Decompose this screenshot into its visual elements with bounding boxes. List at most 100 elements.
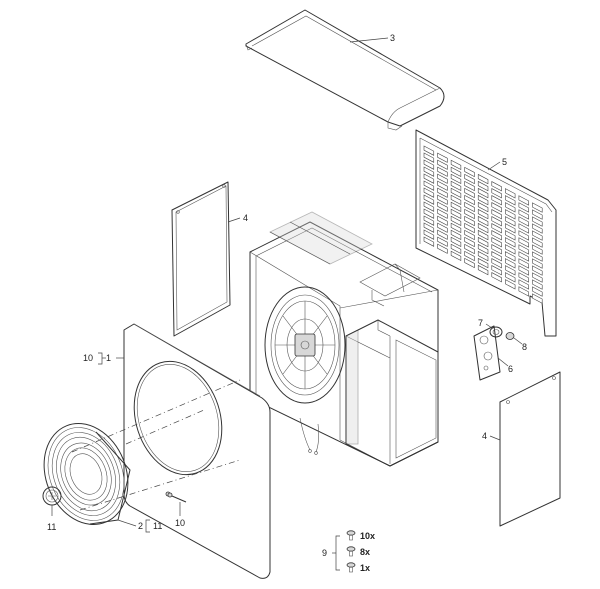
leader-4-left	[227, 217, 241, 223]
grille-slot	[532, 223, 543, 234]
grille-slot	[437, 180, 448, 191]
grille-slot	[423, 215, 435, 226]
grille-slot	[505, 216, 516, 227]
center-cap	[42, 486, 62, 506]
grille-slot	[532, 251, 543, 262]
grille-slot	[423, 159, 435, 170]
grille-slot	[437, 152, 448, 163]
grille-slot	[491, 223, 502, 234]
grille-slot	[464, 187, 475, 199]
grille-slot	[450, 229, 462, 241]
grille-slot	[532, 244, 543, 255]
grille-slot	[477, 208, 489, 220]
grille-slot	[491, 272, 502, 283]
grille-slot	[491, 195, 502, 206]
grille-slot	[437, 243, 448, 254]
grille-slot	[491, 188, 502, 199]
grille-slot	[450, 173, 462, 185]
grille-slot	[464, 257, 475, 269]
grille-slot	[518, 286, 529, 297]
grille-slot	[464, 250, 475, 262]
grille-slot	[437, 159, 448, 170]
grille-slot	[491, 265, 502, 276]
grille-slot	[505, 244, 516, 255]
leader-3	[349, 37, 389, 43]
grille-slot	[423, 236, 435, 247]
screw-icon-3	[346, 562, 356, 573]
label-part-11-cap: 11	[47, 522, 56, 532]
leader-4-right	[489, 435, 501, 441]
grille-slot	[437, 166, 448, 177]
grille-slot	[477, 264, 489, 276]
grille-slot	[518, 279, 529, 290]
grille-slot	[532, 265, 543, 276]
grille-slot	[477, 257, 489, 269]
grille-slot	[477, 201, 489, 213]
grille-slot	[532, 237, 543, 248]
grille-slot	[532, 293, 543, 304]
grille-slot	[437, 215, 448, 226]
screw-icon-1	[346, 530, 356, 541]
screw-kit	[332, 530, 356, 573]
centerline-1	[71, 379, 241, 453]
grille-slot	[505, 223, 516, 234]
grille-slot	[518, 244, 529, 255]
grille-slot	[464, 194, 475, 206]
grille-slot	[450, 194, 462, 206]
grille-slot	[464, 222, 475, 234]
grille-slot	[423, 229, 435, 240]
leader-5	[487, 161, 501, 171]
grille-slot	[450, 208, 462, 220]
right-side-panel	[499, 371, 561, 527]
grille-slot	[491, 258, 502, 269]
leader-8	[513, 337, 523, 345]
grille-slot	[464, 201, 475, 213]
grille-slot	[518, 209, 529, 220]
grille-slot	[477, 222, 489, 234]
grille-slot	[450, 222, 462, 234]
grille-slot	[518, 202, 529, 213]
grille-slot	[518, 230, 529, 241]
label-part-5: 5	[502, 157, 507, 167]
quantity-1x: 1x	[360, 563, 370, 573]
grille-slot	[423, 166, 435, 177]
grille-slot	[491, 230, 502, 241]
screw-10	[167, 492, 187, 503]
grille-slot	[505, 237, 516, 248]
grille-slot	[464, 215, 475, 227]
grille-slot	[505, 265, 516, 276]
bracket-9	[335, 535, 340, 571]
bracket-10-top	[98, 352, 103, 365]
grille-slats	[423, 145, 543, 304]
grille-slot	[505, 230, 516, 241]
grille-slot	[505, 251, 516, 262]
grille-slot	[477, 243, 489, 255]
quantity-8x: 8x	[360, 547, 370, 557]
label-part-4-left: 4	[243, 213, 248, 223]
label-part-11-bracket: 11	[153, 521, 162, 531]
grille-slot	[532, 202, 543, 213]
grille-slot	[423, 208, 435, 219]
grille-slot	[491, 216, 502, 227]
grille-slot	[437, 201, 448, 212]
grille-slot	[491, 202, 502, 213]
label-part-10-top: 10	[83, 353, 93, 363]
grille-slot	[450, 159, 462, 171]
grille-slot	[532, 230, 543, 241]
grille-slot	[437, 173, 448, 184]
plug	[505, 332, 515, 340]
grille-slot	[491, 209, 502, 220]
grille-slot	[423, 152, 435, 163]
grille-slot	[450, 180, 462, 192]
label-part-10-bottom: 10	[175, 518, 185, 528]
chassis	[249, 211, 439, 467]
leader-6	[497, 357, 509, 367]
grille-slot	[477, 194, 489, 206]
top-cover	[245, 9, 445, 131]
leader-2	[117, 519, 137, 527]
leader-7	[485, 323, 493, 329]
grille-slot	[505, 202, 516, 213]
grille-slot	[532, 279, 543, 290]
label-part-7: 7	[478, 318, 483, 328]
label-part-2: 2	[138, 521, 143, 531]
